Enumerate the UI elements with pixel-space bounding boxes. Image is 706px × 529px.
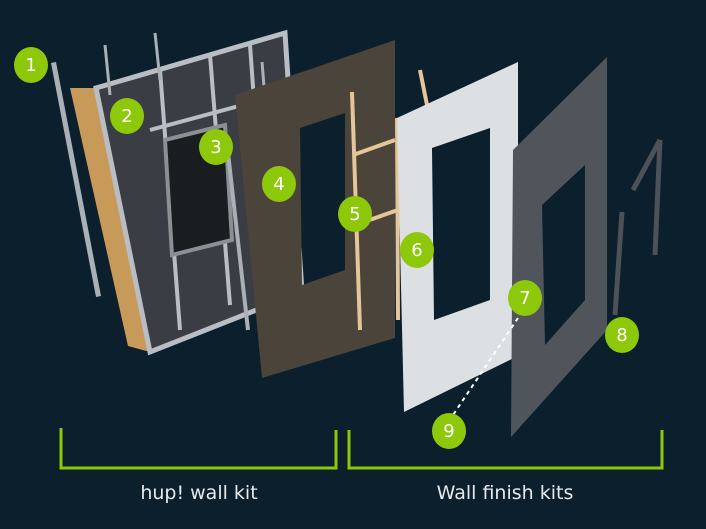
- steel-stud-1: [51, 62, 101, 297]
- wall-panel-edge: [70, 88, 150, 352]
- timber-battens: [350, 69, 430, 331]
- label-wall-kit: hup! wall kit: [140, 482, 258, 504]
- bracket-wall-kit: [59, 428, 338, 470]
- badge-9: 9: [432, 413, 466, 449]
- brick-slip-panel: [511, 57, 607, 437]
- badge-4: 4: [262, 166, 296, 202]
- cement-board: [397, 62, 518, 412]
- badge-2: 2: [110, 98, 144, 134]
- bracket-finish-kits: [347, 430, 664, 470]
- badge-8: 8: [605, 317, 639, 353]
- badge-5: 5: [338, 196, 372, 232]
- label-finish-kits: Wall finish kits: [436, 482, 574, 504]
- badge-6: 6: [400, 232, 434, 268]
- trims: [612, 138, 663, 316]
- badge-1: 1: [14, 47, 48, 83]
- badge-3: 3: [199, 129, 233, 165]
- badge-7: 7: [508, 280, 542, 316]
